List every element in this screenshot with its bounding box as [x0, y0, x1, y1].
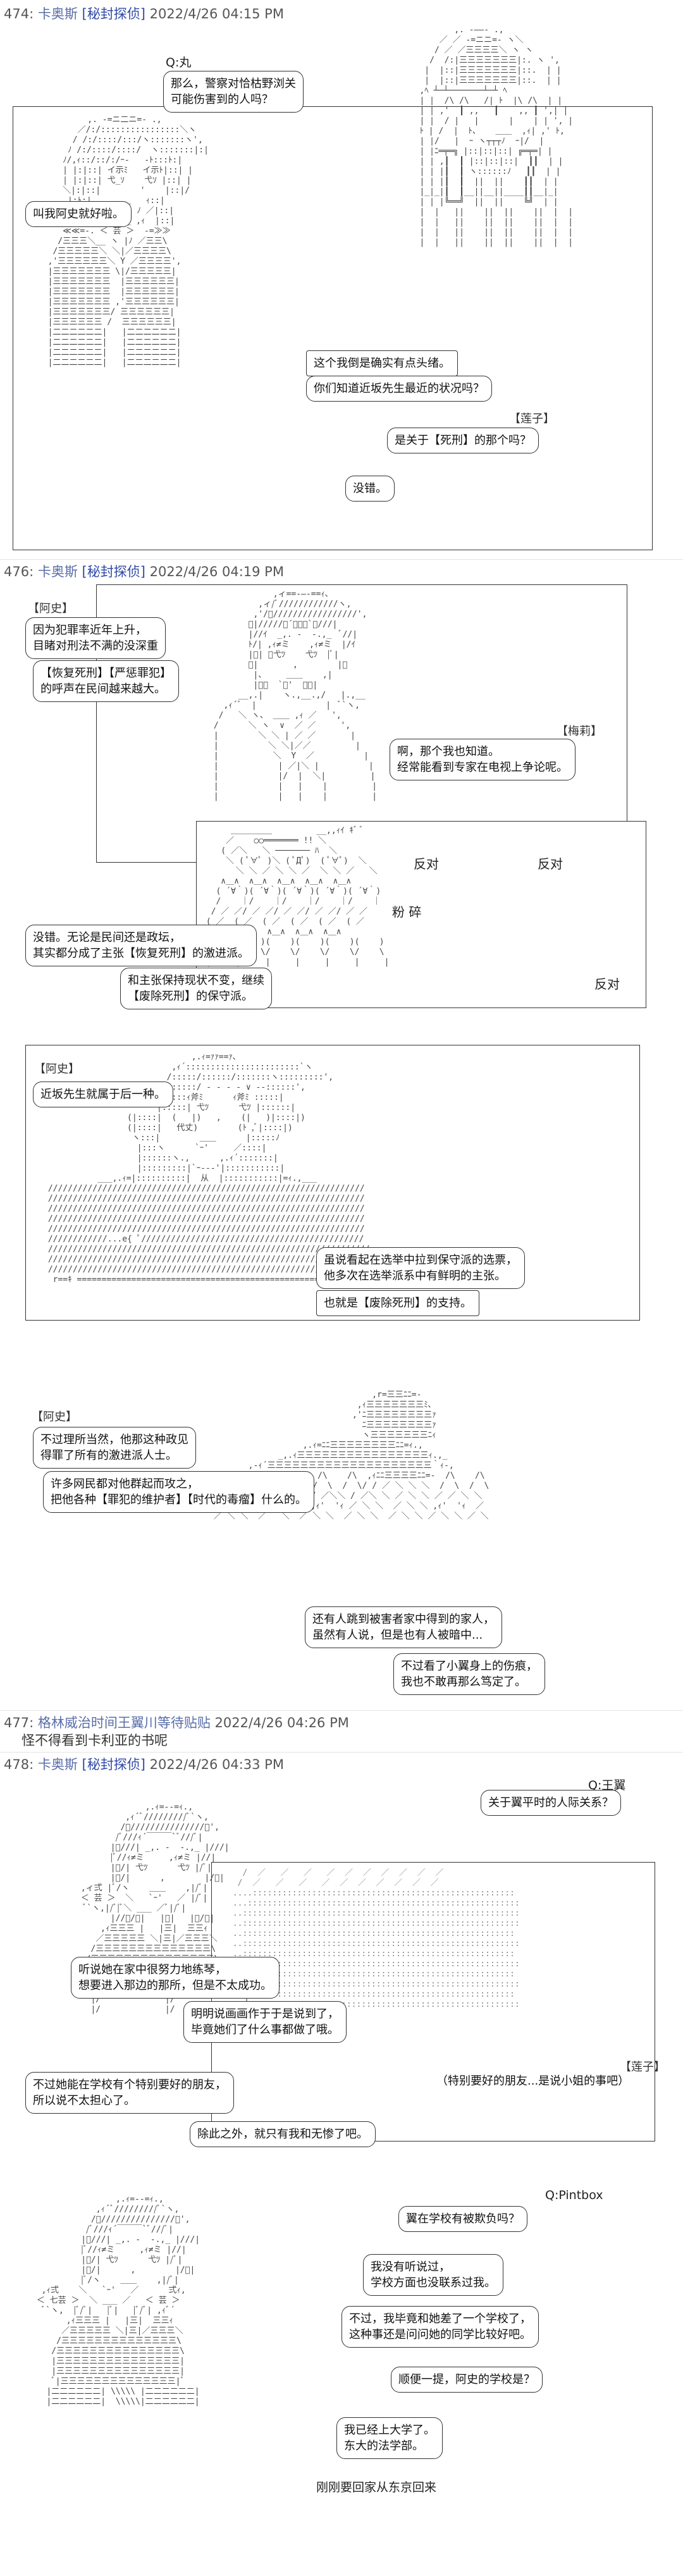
speech-bubble: 啊，那个我也知道。 经常能看到专家在电视上争论呢。: [390, 739, 575, 780]
post-time: 2022/4/26 04:15 PM: [149, 6, 284, 22]
speech-bubble: 除此之外，就只有我和无惨了吧。: [190, 2121, 376, 2147]
ascii-art-figure-center: ,ィ==-―-==ｨ､ ,ィ/ﾞ////////////ヽ, ,'/ﾞ/////…: [213, 589, 378, 801]
speech-bubble: 我已经上大学了。 东大的法学部。: [336, 2417, 443, 2459]
speech-bubble: 关于翼平时的人际关系？: [481, 1790, 621, 1816]
post-header-476: 476: 卡奥斯 [秘封探侦] 2022/4/26 04:19 PM: [4, 564, 284, 579]
post-time: 2022/4/26 04:26 PM: [214, 1715, 349, 1730]
speech-bubble: 不过，我毕竟和她差了一个学校了， 这种事还是问问她的同学比较好吧。: [342, 2306, 539, 2348]
speech-bubble: 我没有听说过， 学校方面也没联系过我。: [363, 2254, 503, 2296]
post-user[interactable]: 卡奥斯: [37, 6, 78, 22]
scene-frame: [13, 106, 653, 550]
speech-bubble: 不过理所当然，他那这种政见 得罪了所有的激进派人士。: [33, 1427, 196, 1469]
speech-bubble: 还有人跳到被害者家中得到的家人， 虽然有人说，但是也有人被暗中...: [305, 1606, 502, 1648]
post-divider: [0, 1710, 683, 1711]
post-divider: [0, 1752, 683, 1753]
speech-bubble: 不过看了小翼身上的伤痕， 我也不敢再那么笃定了。: [393, 1653, 545, 1695]
speech-bubble: 没错。: [345, 476, 395, 502]
scene-frame: [25, 1045, 640, 1321]
post-time: 2022/4/26 04:19 PM: [149, 564, 284, 579]
caption-text: 刚刚要回家从东京回来: [316, 2480, 437, 2494]
speech-bubble: 叫我阿史就好啦。: [25, 201, 132, 227]
speech-bubble: 也就是【废除死刑】的支持。: [316, 1290, 479, 1316]
character-tag: 【阿史】: [28, 602, 73, 615]
question-label: Q:王翼: [588, 1778, 626, 1792]
post-header-478: 478: 卡奥斯 [秘封探侦] 2022/4/26 04:33 PM: [4, 1757, 284, 1772]
character-tag: 【阿史】: [34, 1063, 80, 1076]
speech-bubble: 这个我倒是确实有点头绪。: [306, 350, 458, 376]
post-time: 2022/4/26 04:33 PM: [149, 1757, 284, 1772]
inner-thought: （特别要好的朋友...是说小姐的事吧）: [436, 2074, 630, 2088]
ascii-art-crowd-2: ,r=三三ﾆﾆ=- ,ｨ三三三三三三三ﾐ､ ,'ﾆ三三三三三三三三ｧ ﾆ三三三三…: [213, 1390, 489, 1521]
speech-bubble: 翼在学校有被欺负吗？: [398, 2206, 527, 2232]
speech-bubble: 听说她在家中很努力地练琴， 想要进入那边的那所，但是不太成功。: [71, 1957, 280, 1999]
post-board-tag[interactable]: [秘封探侦]: [82, 6, 145, 22]
speech-bubble: 不过她能在学校有个特别要好的朋友， 所以说不太担心了。: [25, 2072, 234, 2114]
speech-bubble: 【恢复死刑】【严惩罪犯】 的呼声在民间越来越大。: [33, 660, 179, 702]
post-number: 476: [4, 564, 30, 579]
overlay-text: 反对: [538, 856, 563, 872]
post-board-tag[interactable]: [秘封探侦]: [82, 1757, 145, 1772]
overlay-text: 粉 碎: [392, 904, 422, 920]
post-number: 474: [4, 6, 30, 22]
overlay-text: 反对: [594, 977, 620, 992]
ascii-art-figure-bottom: ,.ｨ=--=ｨ., ,ｨ´ﾞ/////////ﾞ`ヽ, /ﾞ/////////…: [36, 2195, 200, 2407]
post-divider: [0, 559, 683, 560]
speech-bubble: 近坂先生就属于后一种。: [33, 1082, 173, 1107]
post-body: 怪不得看到卡利亚的书呢: [22, 1733, 168, 1748]
character-tag: 【梅莉】: [557, 725, 602, 738]
ascii-art-crowd: ＿＿＿＿＿ __,,ｨｲ ｷﾞ ﾞ ／ ○○═══════ !! ＼ ( ／＼ …: [206, 826, 390, 967]
character-tag: 【莲子】: [509, 412, 555, 426]
post-user[interactable]: 卡奥斯: [37, 1757, 78, 1772]
question-label: Q:丸: [166, 56, 192, 70]
speech-bubble: 明明说画画作于于是说到了， 毕竟她们了什么事都做了哦。: [183, 2001, 347, 2043]
post-header-477: 477: 格林威治时间王翼川等待贴贴 2022/4/26 04:26 PM: [4, 1715, 349, 1730]
ascii-art-background-shadow: / ／ ／ ／ ／ ／ ／ ／ ／ ／ ／ / ／ ／ ／ ／ ／ ／ ／ ／ …: [232, 1868, 520, 2009]
speech-bubble: 因为犯罪率近年上升， 目睹对刑法不满的没深重: [25, 617, 166, 659]
speech-bubble: 你们知道近坂先生最近的状况吗？: [306, 376, 492, 402]
speech-bubble: 那么，警察对恰枯野浏关 可能伤害到的人吗？: [163, 71, 304, 113]
overlay-text: 反对: [414, 856, 439, 872]
ascii-art-figure-suit: ,.ｨ=ｧｧ==ｧ､ ,ｨ´:::::::::::::::::::::::`ヽ …: [47, 1052, 370, 1285]
speech-bubble: 虽说看起在选举中拉到保守派的选票， 他多次在选举派系中有鲜明的主张。: [316, 1247, 525, 1289]
speech-bubble: 没错。无论是民间还是政坛， 其实都分成了主张【恢复死刑】的激进派。: [25, 925, 257, 966]
speech-bubble: 许多网民都对他群起而攻之， 把他各种【罪犯的维护者】【时代的毒瘤】什么的。: [43, 1471, 314, 1513]
speech-bubble: 顺便一提，阿史的学校是？: [391, 2367, 543, 2393]
character-tag: 【莲子】: [620, 2061, 665, 2074]
post-user[interactable]: 格林威治时间王翼川等待贴贴: [37, 1715, 211, 1730]
post-header-474: 474: 卡奥斯 [秘封探侦] 2022/4/26 04:15 PM: [4, 6, 284, 22]
post-number: 478: [4, 1757, 30, 1772]
question-label: Q:Pintbox: [545, 2188, 603, 2202]
ascii-art-figure-left: ,. ‐=ニ二ニ=‐ ., ／/:/::::::::::::::::＼ヽ / /…: [47, 115, 209, 367]
post-number: 477: [4, 1715, 30, 1730]
post-user[interactable]: 卡奥斯: [37, 564, 78, 579]
speech-bubble: 和主张保持现状不变，继续 【废除死刑】的保守派。: [120, 968, 272, 1009]
ascii-art-figure-right: ,. -――- ., ／ ／ -=ニニ=- ヽ＼ / ／ ／三三三三＼ ヽ ヽ …: [419, 25, 574, 247]
speech-bubble: 是关于【死刑】的那个吗？: [387, 428, 539, 453]
post-board-tag[interactable]: [秘封探侦]: [82, 564, 145, 579]
character-tag: 【阿史】: [32, 1410, 77, 1424]
